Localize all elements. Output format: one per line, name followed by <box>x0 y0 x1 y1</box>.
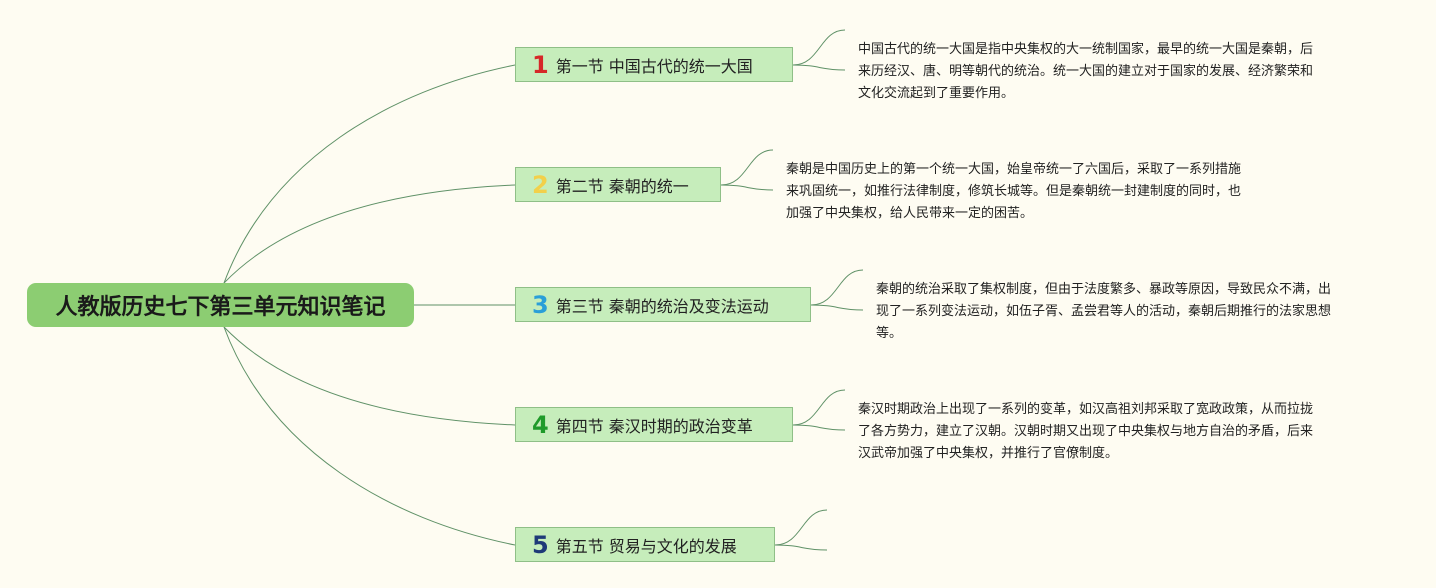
connector-brace-upper-2 <box>720 149 774 186</box>
section-number-3: 3 <box>532 290 549 319</box>
section-title-5: 第五节 贸易与文化的发展 <box>555 536 737 556</box>
section-node-4[interactable]: 4 第四节 秦汉时期的政治变革 <box>515 407 793 442</box>
connector-root-section-1 <box>223 64 516 284</box>
section-number-5: 5 <box>532 530 549 559</box>
section-description-4: 秦汉时期政治上出现了一系列的变革，如汉高祖刘邦采取了宽政政策，从而拉拢 了各方势… <box>858 399 1313 465</box>
connector-brace-upper-4 <box>792 389 846 426</box>
connector-brace-lower-2 <box>720 184 774 191</box>
section-description-2: 秦朝是中国历史上的第一个统一大国，始皇帝统一了六国后，采取了一系列措施 来巩固统… <box>786 159 1241 225</box>
section-description-1: 中国古代的统一大国是指中央集权的大一统制国家，最早的统一大国是秦朝，后 来历经汉… <box>858 39 1313 105</box>
connector-brace-lower-1 <box>792 64 846 71</box>
description-line: 加强了中央集权，给人民带来一定的困苦。 <box>786 206 1034 221</box>
description-line: 现了一系列变法运动，如伍子胥、孟尝君等人的活动，秦朝后期推行的法家思想 <box>876 304 1332 319</box>
connector-brace-upper-5 <box>774 509 828 546</box>
section-title-3: 第三节 秦朝的统治及变法运动 <box>555 296 769 316</box>
description-line: 中国古代的统一大国是指中央集权的大一统制国家，最早的统一大国是秦朝，后 <box>858 42 1314 57</box>
connector-brace-lower-5 <box>774 544 828 551</box>
connector-root-section-2 <box>223 184 516 284</box>
connector-brace-lower-4 <box>792 424 846 431</box>
root-topic[interactable]: 人教版历史七下第三单元知识笔记 <box>27 283 414 327</box>
section-node-5[interactable]: 5 第五节 贸易与文化的发展 <box>515 527 775 562</box>
description-line: 来历经汉、唐、明等朝代的统治。统一大国的建立对于国家的发展、经济繁荣和 <box>858 64 1314 79</box>
description-line: 了各方势力，建立了汉朝。汉朝时期又出现了中央集权与地方自治的矛盾，后来 <box>858 424 1314 439</box>
section-number-1: 1 <box>532 50 549 79</box>
section-title-2: 第二节 秦朝的统一 <box>555 176 689 196</box>
description-line: 秦朝是中国历史上的第一个统一大国，始皇帝统一了六国后，采取了一系列措施 <box>786 162 1242 177</box>
section-node-3[interactable]: 3 第三节 秦朝的统治及变法运动 <box>515 287 811 322</box>
description-line: 秦朝的统治采取了集权制度，但由于法度繁多、暴政等原因，导致民众不满，出 <box>876 282 1332 297</box>
connector-brace-upper-1 <box>792 29 846 66</box>
description-line: 汉武帝加强了中央集权，并推行了官僚制度。 <box>858 446 1119 461</box>
section-description-3: 秦朝的统治采取了集权制度，但由于法度繁多、暴政等原因，导致民众不满，出 现了一系… <box>876 279 1331 345</box>
section-number-2: 2 <box>532 170 549 199</box>
section-node-2[interactable]: 2 第二节 秦朝的统一 <box>515 167 721 202</box>
root-title: 人教版历史七下第三单元知识笔记 <box>55 295 386 320</box>
description-line: 秦汉时期政治上出现了一系列的变革，如汉高祖刘邦采取了宽政政策，从而拉拢 <box>858 402 1314 417</box>
description-line: 文化交流起到了重要作用。 <box>858 86 1015 101</box>
connector-brace-lower-3 <box>810 304 864 311</box>
description-line: 来巩固统一，如推行法律制度，修筑长城等。但是秦朝统一封建制度的同时，也 <box>786 184 1242 199</box>
section-title-4: 第四节 秦汉时期的政治变革 <box>555 416 753 436</box>
connector-brace-upper-3 <box>810 269 864 306</box>
connector-root-section-4 <box>223 326 516 426</box>
connector-root-section-5 <box>223 326 516 546</box>
description-line: 等。 <box>876 326 903 341</box>
section-number-4: 4 <box>532 410 549 439</box>
section-title-1: 第一节 中国古代的统一大国 <box>555 56 753 76</box>
section-node-1[interactable]: 1 第一节 中国古代的统一大国 <box>515 47 793 82</box>
